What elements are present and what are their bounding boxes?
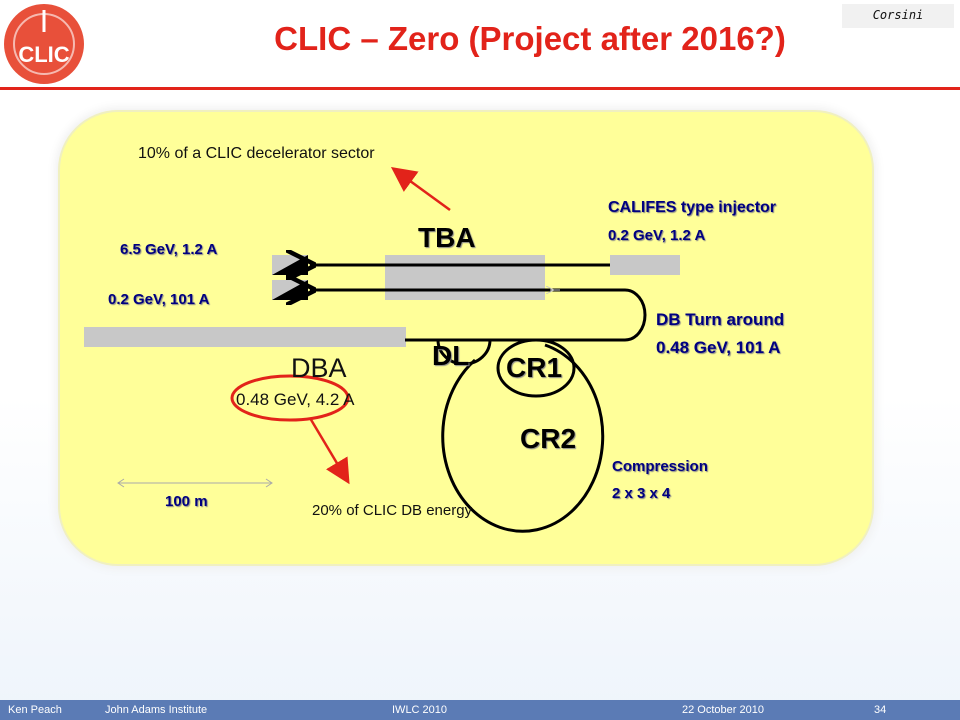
dba-linac-block: [84, 327, 406, 347]
califes-label: CALIFES type injector: [608, 199, 777, 216]
red-arrow-top: [390, 167, 451, 212]
red-arrow-bottom: [308, 417, 350, 485]
turnaround-energy: 0.48 GeV, 101 A: [656, 338, 781, 357]
footer-event: IWLC 2010: [392, 704, 448, 716]
cr2-ring: [441, 343, 605, 533]
footer-page: 34: [874, 704, 887, 716]
beam-mid-energy: 0.2 GeV, 101 A: [108, 291, 210, 308]
footer-institute: John Adams Institute: [105, 704, 208, 716]
annotation-bottom: 20% of CLIC DB energy: [312, 502, 473, 519]
califes-injector-block: [610, 255, 680, 275]
footer-presenter: Ken Peach: [8, 704, 62, 716]
title-divider: [0, 87, 960, 90]
beam-dump-bottom: [272, 280, 308, 300]
turnaround-loop: [310, 290, 647, 342]
scale-label: 100 m: [165, 493, 208, 510]
beam-top-energy: 6.5 GeV, 1.2 A: [120, 241, 218, 258]
footer-date: 22 October 2010: [682, 704, 764, 716]
accelerator-diagram: [84, 167, 680, 533]
annotation-top: 10% of a CLIC decelerator sector: [138, 145, 375, 162]
logo-text: CLIC: [18, 42, 69, 67]
cr1-label: CR1: [506, 352, 563, 383]
tba-block: [385, 255, 545, 300]
compression-label: Compression: [612, 458, 708, 475]
califes-energy: 0.2 GeV, 1.2 A: [608, 227, 706, 244]
dba-energy: 0.48 GeV, 4.2 A: [236, 390, 355, 409]
beam-dump-top: [272, 255, 308, 275]
dl-label: DL: [432, 340, 470, 371]
cr2-label: CR2: [520, 423, 577, 454]
turnaround-label: DB Turn around: [656, 310, 785, 329]
dl-ring: [436, 339, 492, 366]
dba-label: DBA: [291, 353, 347, 383]
page-title: CLIC – Zero (Project after 2016?): [274, 20, 786, 57]
tba-label: TBA: [418, 222, 476, 253]
compression-value: 2 x 3 x 4: [612, 485, 671, 502]
footer-bar: Ken Peach John Adams Institute IWLC 2010…: [0, 700, 960, 720]
author-badge: Corsini: [842, 4, 954, 28]
highlight-ellipse: [230, 374, 350, 422]
cr1-ring: [496, 338, 576, 398]
clic-logo: CLIC: [4, 4, 84, 84]
